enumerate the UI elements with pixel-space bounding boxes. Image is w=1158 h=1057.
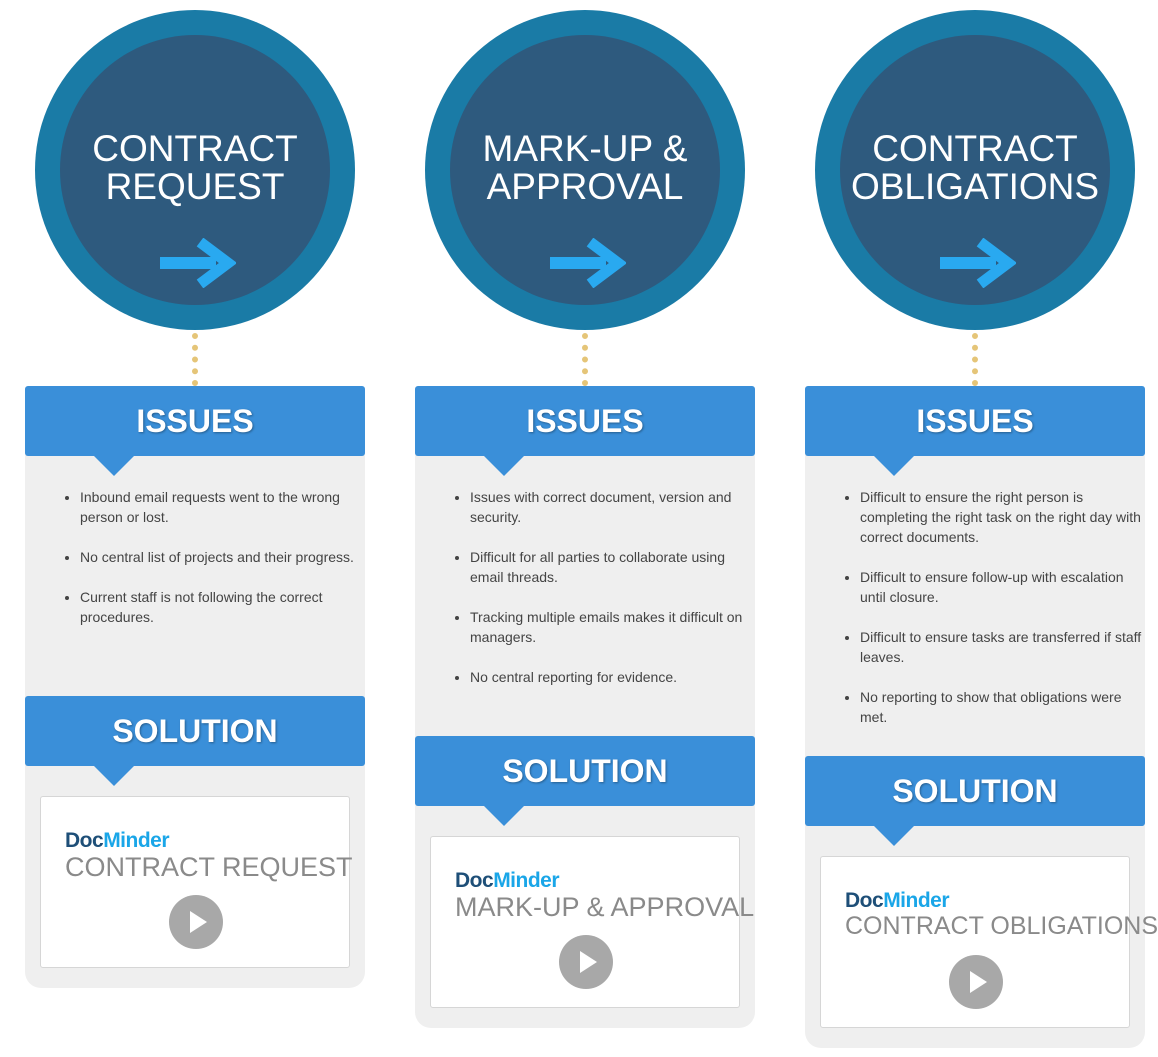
docminder-logo: DocMinder — [845, 889, 950, 912]
play-icon[interactable] — [949, 955, 1003, 1009]
play-icon[interactable] — [559, 935, 613, 989]
stage-circle-inner: CONTRACT OBLIGATIONS — [840, 35, 1110, 305]
dotted-connector — [582, 333, 588, 386]
video-thumbnail[interactable]: DocMinder CONTRACT OBLIGATIONS — [820, 856, 1158, 1028]
list-item: Tracking multiple emails makes it diffic… — [470, 607, 760, 647]
video-title: CONTRACT OBLIGATIONS — [845, 912, 1158, 940]
list-item: Difficult to ensure follow-up with escal… — [860, 567, 1150, 607]
issues-list: Inbound email requests went to the wrong… — [60, 487, 370, 647]
list-item: Current staff is not following the corre… — [80, 587, 370, 627]
issues-header: ISSUES — [805, 386, 1145, 476]
stage-circle[interactable]: CONTRACT REQUEST — [35, 10, 355, 330]
list-item: No central reporting for evidence. — [470, 667, 760, 687]
dotted-connector — [192, 333, 198, 386]
list-item: Difficult to ensure the right person is … — [860, 487, 1150, 547]
video-title: MARK-UP & APPROVAL — [455, 892, 755, 922]
list-item: Difficult for all parties to collaborate… — [470, 547, 760, 587]
video-title: CONTRACT REQUEST — [65, 852, 353, 882]
docminder-logo: DocMinder — [65, 829, 170, 852]
stage-title: CONTRACT REQUEST — [92, 128, 298, 207]
solution-header: SOLUTION — [415, 736, 755, 826]
issues-list: Issues with correct document, version an… — [450, 487, 760, 707]
stage-circle[interactable]: CONTRACT OBLIGATIONS — [815, 10, 1135, 330]
right-arrow-icon — [160, 238, 236, 288]
docminder-logo: DocMinder — [455, 869, 560, 892]
list-item: Difficult to ensure tasks are transferre… — [860, 627, 1150, 667]
solution-header: SOLUTION — [25, 696, 365, 786]
stage-circle-inner: MARK-UP & APPROVAL — [450, 35, 720, 305]
stage-circle[interactable]: MARK-UP & APPROVAL — [425, 10, 745, 330]
list-item: Inbound email requests went to the wrong… — [80, 487, 370, 527]
issues-list: Difficult to ensure the right person is … — [840, 487, 1150, 747]
list-item: No central list of projects and their pr… — [80, 547, 370, 567]
solution-header: SOLUTION — [805, 756, 1145, 846]
stage-title: MARK-UP & APPROVAL — [482, 128, 688, 207]
video-thumbnail[interactable]: DocMinder MARK-UP & APPROVAL — [430, 836, 754, 1008]
right-arrow-icon — [940, 238, 1016, 288]
stage-title: CONTRACT OBLIGATIONS — [850, 128, 1100, 207]
play-icon[interactable] — [169, 895, 223, 949]
dotted-connector — [972, 333, 978, 386]
stage-circle-inner: CONTRACT REQUEST — [60, 35, 330, 305]
video-thumbnail[interactable]: DocMinder CONTRACT REQUEST — [40, 796, 353, 968]
list-item: Issues with correct document, version an… — [470, 487, 760, 527]
right-arrow-icon — [550, 238, 626, 288]
issues-header: ISSUES — [415, 386, 755, 476]
list-item: No reporting to show that obligations we… — [860, 687, 1150, 727]
issues-header: ISSUES — [25, 386, 365, 476]
